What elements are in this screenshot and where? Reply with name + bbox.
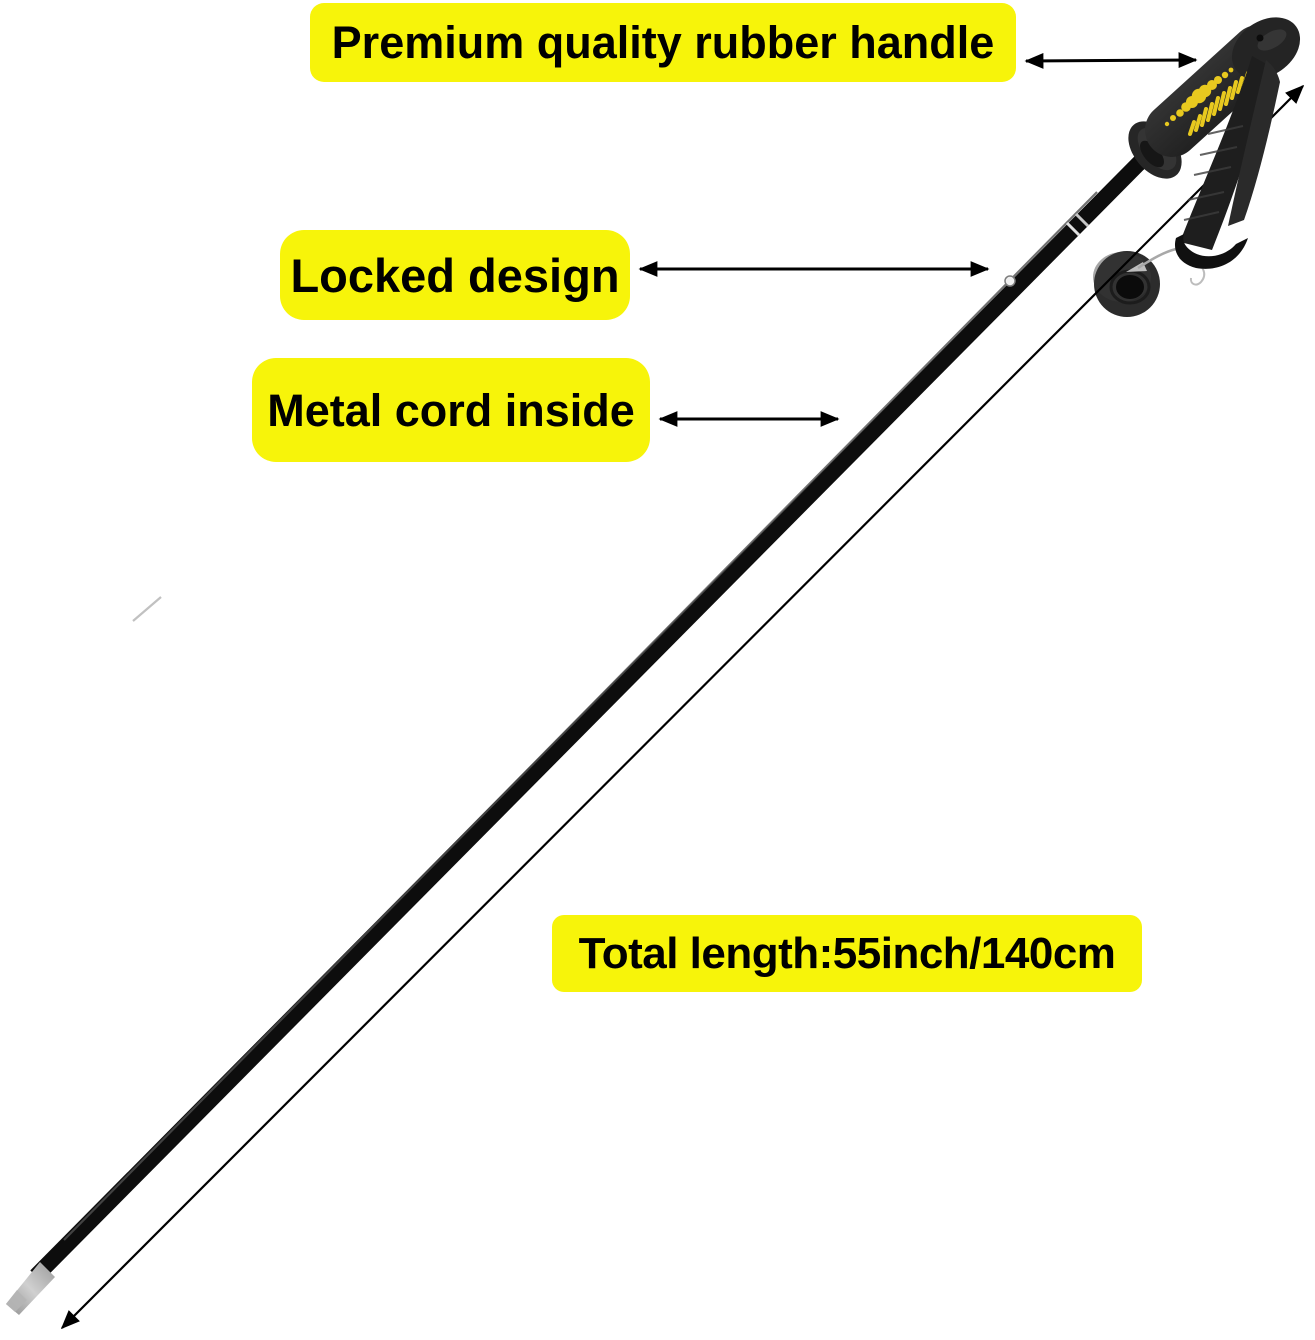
lock-button: [1004, 275, 1016, 287]
handle-callout-arrow: [1024, 52, 1198, 69]
strap-front-band: [1180, 56, 1270, 250]
pole-tip-point: [6, 1290, 27, 1312]
pole-shaft: [6, 144, 1158, 1315]
wrist-strap: [1174, 56, 1280, 269]
pole-highlight: [63, 191, 1098, 1241]
cord-callout-label: Metal cord inside: [252, 358, 650, 462]
faint-scratch-mark: [132, 596, 162, 622]
handle-grip: [1128, 17, 1301, 179]
strap-loop-bottom: [1174, 234, 1248, 269]
total-length-arrow: [60, 84, 1305, 1330]
strap-back-band: [1228, 60, 1280, 226]
lock-callout-label: Locked design: [280, 230, 630, 320]
length-callout-label: Total length:55inch/140cm: [552, 915, 1142, 992]
grip-dot-pattern: [1164, 67, 1234, 127]
strap-webbing-texture: [1183, 125, 1244, 221]
grip-pin: [1256, 34, 1264, 42]
handle-callout-label: Premium quality rubber handle: [310, 3, 1016, 82]
